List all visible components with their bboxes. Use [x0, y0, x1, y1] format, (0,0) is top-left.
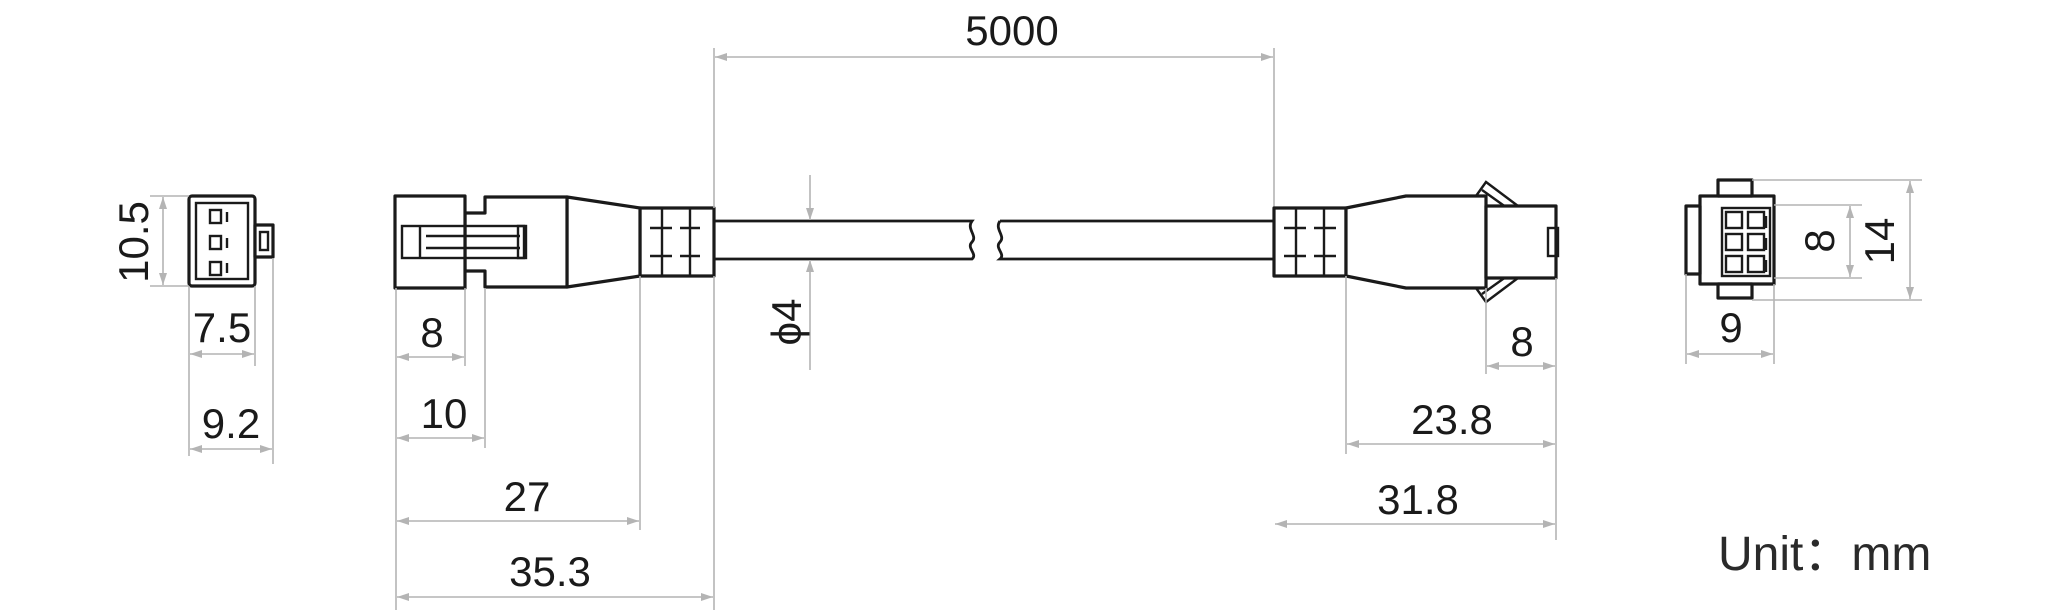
left-connector-dim-a-label: 8: [420, 309, 443, 356]
left-connector-dim-b-label: 10: [421, 390, 468, 437]
right-end-width-label: 9: [1719, 304, 1742, 351]
right-connector-dim-b-label: 23.8: [1411, 396, 1493, 443]
cable: [714, 219, 1274, 261]
cable-diameter-label: ϕ4: [763, 299, 810, 346]
left-end-view: [187, 194, 275, 288]
overall-length-label: 5000: [965, 7, 1058, 54]
left-end-outer-width-label: 9.2: [202, 400, 260, 447]
left-connector-dim-d-label: 35.3: [509, 548, 591, 595]
right-connector-dim-a-label: 8: [1510, 318, 1533, 365]
right-connector-dim-c-label: 31.8: [1377, 476, 1459, 523]
right-end-outer-height-label: 14: [1856, 218, 1903, 265]
left-connector-dimensions: 8 10 27 35.3: [395, 276, 715, 610]
left-connector-dim-c-label: 27: [504, 473, 551, 520]
right-connector-dimensions: 8 23.8 31.8: [1275, 276, 1557, 540]
right-end-view: [1684, 178, 1776, 300]
left-end-dimensions: 10.5 7.5 9.2: [110, 195, 274, 464]
right-end-dimensions: 8 14 9: [1685, 179, 1922, 364]
left-connector: [393, 194, 716, 290]
left-end-inner-width-label: 7.5: [193, 304, 251, 351]
cable-dimensions: 5000 ϕ4: [713, 7, 1275, 370]
unit-label: Unit：mm: [1718, 528, 1931, 581]
right-connector: [1272, 180, 1560, 304]
right-end-inner-height-label: 8: [1796, 229, 1843, 252]
left-end-height-label: 10.5: [110, 201, 157, 283]
